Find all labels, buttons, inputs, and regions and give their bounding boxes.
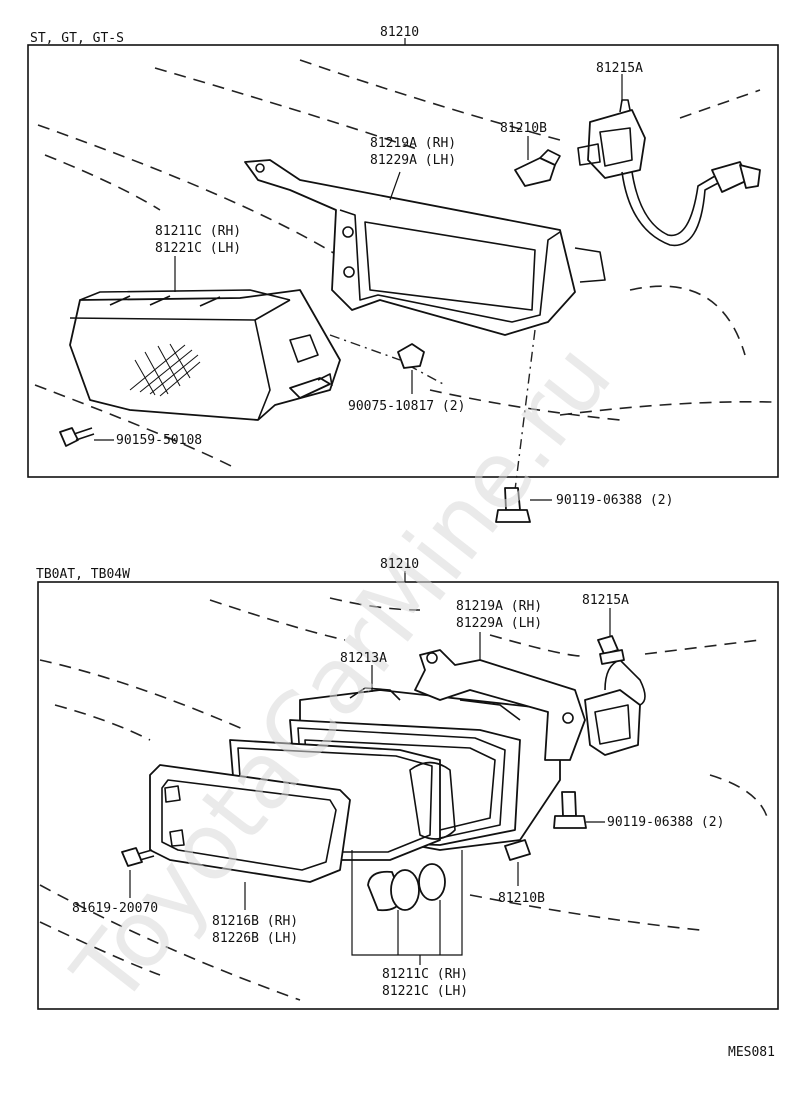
bolt-part-lower bbox=[553, 791, 587, 829]
bezel-part bbox=[149, 764, 351, 883]
top-label-socket-wire: 81215A bbox=[596, 61, 643, 76]
bottom-label-lens-rh: 81211C (RH) bbox=[382, 967, 468, 982]
bottom-label-screw: 81619-20070 bbox=[72, 901, 158, 916]
fog-lamp-part bbox=[69, 289, 341, 421]
top-panel-frame bbox=[27, 44, 779, 478]
top-assembly-label: 81210 bbox=[380, 25, 419, 40]
diagram-code: MES081 bbox=[728, 1045, 775, 1060]
bottom-variant-label: TB0AT, TB04W bbox=[36, 567, 130, 582]
lens-part-lower bbox=[367, 863, 446, 912]
top-label-bolt-bottom: 90119-06388 (2) bbox=[556, 493, 673, 508]
bracket-part bbox=[244, 159, 606, 336]
top-label-lamp-lh: 81221C (LH) bbox=[155, 241, 241, 256]
bottom-panel-frame bbox=[37, 581, 779, 1010]
top-variant-label: ST, GT, GT-S bbox=[30, 31, 124, 46]
top-label-bracket-rh: 81219A (RH) bbox=[370, 136, 456, 151]
bottom-label-bezel-lh: 81226B (LH) bbox=[212, 931, 298, 946]
socket-wire-part-lower bbox=[584, 635, 646, 756]
bottom-label-lens-lh: 81221C (LH) bbox=[382, 984, 468, 999]
top-label-screw-left: 90159-50108 bbox=[116, 433, 202, 448]
bottom-label-bolt: 90119-06388 (2) bbox=[607, 815, 724, 830]
bottom-panel bbox=[37, 571, 779, 1010]
bulb-part bbox=[514, 149, 561, 187]
screw-part bbox=[59, 427, 95, 447]
screw-part-lower bbox=[121, 847, 155, 867]
socket-wire-part bbox=[577, 99, 761, 247]
top-panel bbox=[27, 38, 779, 523]
bolt-part bbox=[495, 487, 531, 523]
bottom-assembly-label: 81210 bbox=[380, 557, 419, 572]
bulb-part-lower bbox=[504, 839, 531, 861]
bottom-label-socket-wire: 81215A bbox=[582, 593, 629, 608]
bracket-part-lower bbox=[414, 649, 586, 761]
bottom-label-bracket-rh: 81219A (RH) bbox=[456, 599, 542, 614]
bottom-label-bracket-lh: 81229A (LH) bbox=[456, 616, 542, 631]
bottom-label-housing: 81213A bbox=[340, 651, 387, 666]
top-label-bracket-lh: 81229A (LH) bbox=[370, 153, 456, 168]
clip-part bbox=[397, 343, 425, 369]
bottom-label-bulb: 81210B bbox=[498, 891, 545, 906]
watermark-text: ToyotaCarMine.ru bbox=[52, 324, 632, 1024]
top-label-clip: 90075-10817 (2) bbox=[348, 399, 465, 414]
top-label-bulb: 81210B bbox=[500, 121, 547, 136]
top-label-lamp-rh: 81211C (RH) bbox=[155, 224, 241, 239]
bottom-label-bezel-rh: 81216B (RH) bbox=[212, 914, 298, 929]
